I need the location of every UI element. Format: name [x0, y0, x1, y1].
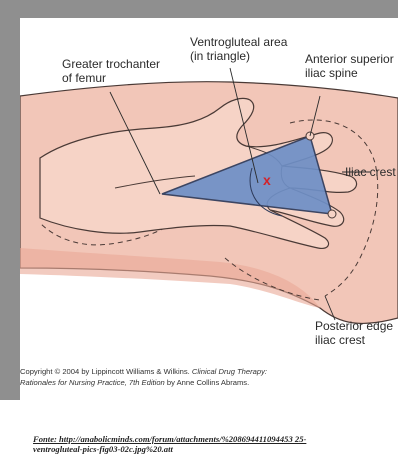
source-citation: Fonte: http://anabolicminds.com/forum/at… — [33, 434, 393, 454]
injection-site-mark: x — [263, 172, 271, 188]
label-iliac-crest: Iliac crest — [345, 165, 396, 179]
label-posterior-edge: Posterior edge iliac crest — [315, 319, 393, 347]
label-ventrogluteal-area: Ventrogluteal area (in triangle) — [190, 35, 287, 63]
copyright-line1-italic: Clinical Drug Therapy: — [192, 367, 267, 376]
label-anterior-iliac-spine: Anterior superior iliac spine — [305, 52, 394, 80]
copyright-line1-plain: Copyright © 2004 by Lippincott Williams … — [20, 367, 192, 376]
label-greater-trochanter: Greater trochanter of femur — [62, 57, 160, 85]
gray-border-left — [0, 0, 20, 400]
copyright-line2-italic: Rationales for Nursing Practice, 7th Edi… — [20, 378, 165, 387]
copyright-notice: Copyright © 2004 by Lippincott Williams … — [20, 366, 380, 388]
source-line2: ventrogluteal-pics-fig03-02c.jpg%20.att — [33, 444, 173, 454]
gray-border-top — [0, 0, 398, 18]
copyright-line2-plain: by Anne Collins Abrams. — [165, 378, 249, 387]
fingertip-middle — [328, 210, 336, 218]
source-line1: Fonte: http://anabolicminds.com/forum/at… — [33, 434, 306, 444]
